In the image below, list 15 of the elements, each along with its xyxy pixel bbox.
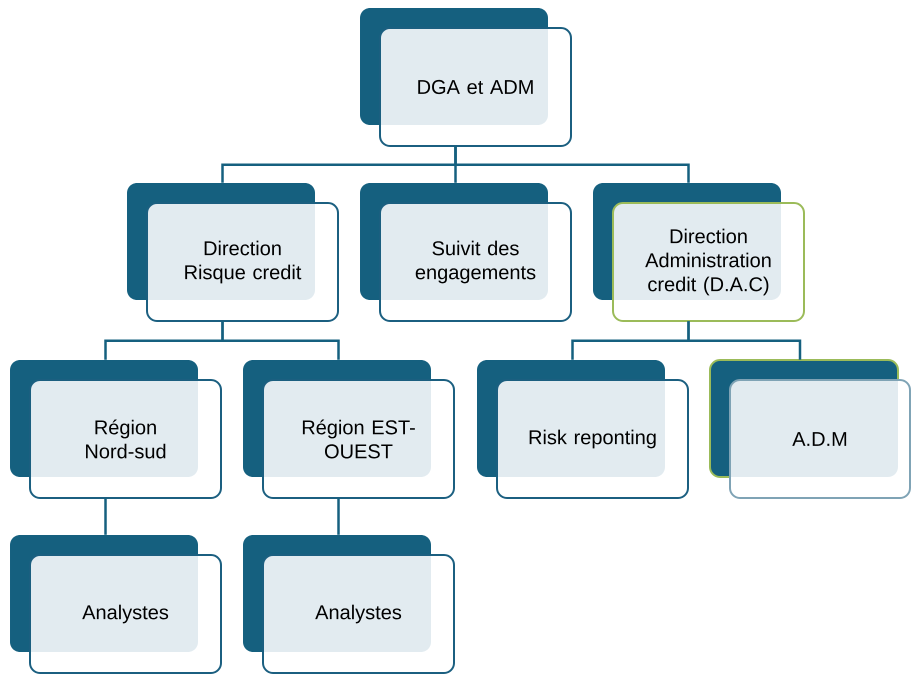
org-box: Direction Risque credit: [127, 183, 339, 322]
org-box: Risk reponting: [477, 360, 689, 499]
connector-line: [337, 498, 340, 535]
org-box: Région EST-OUEST: [243, 360, 455, 499]
org-box: Suivit des engagements: [360, 183, 572, 322]
connector-line: [221, 321, 340, 360]
connector-line: [454, 146, 690, 183]
connector-line: [687, 321, 802, 360]
org-box: Région Nord-sud: [10, 360, 222, 499]
org-box: Direction Administration credit (D.A.C): [593, 183, 805, 322]
org-box: Analystes: [10, 535, 222, 674]
org-box: DGA et ADM: [360, 8, 572, 147]
org-box: Analystes: [243, 535, 455, 674]
org-box: A.D.M: [709, 359, 911, 499]
connector-line: [104, 498, 107, 535]
